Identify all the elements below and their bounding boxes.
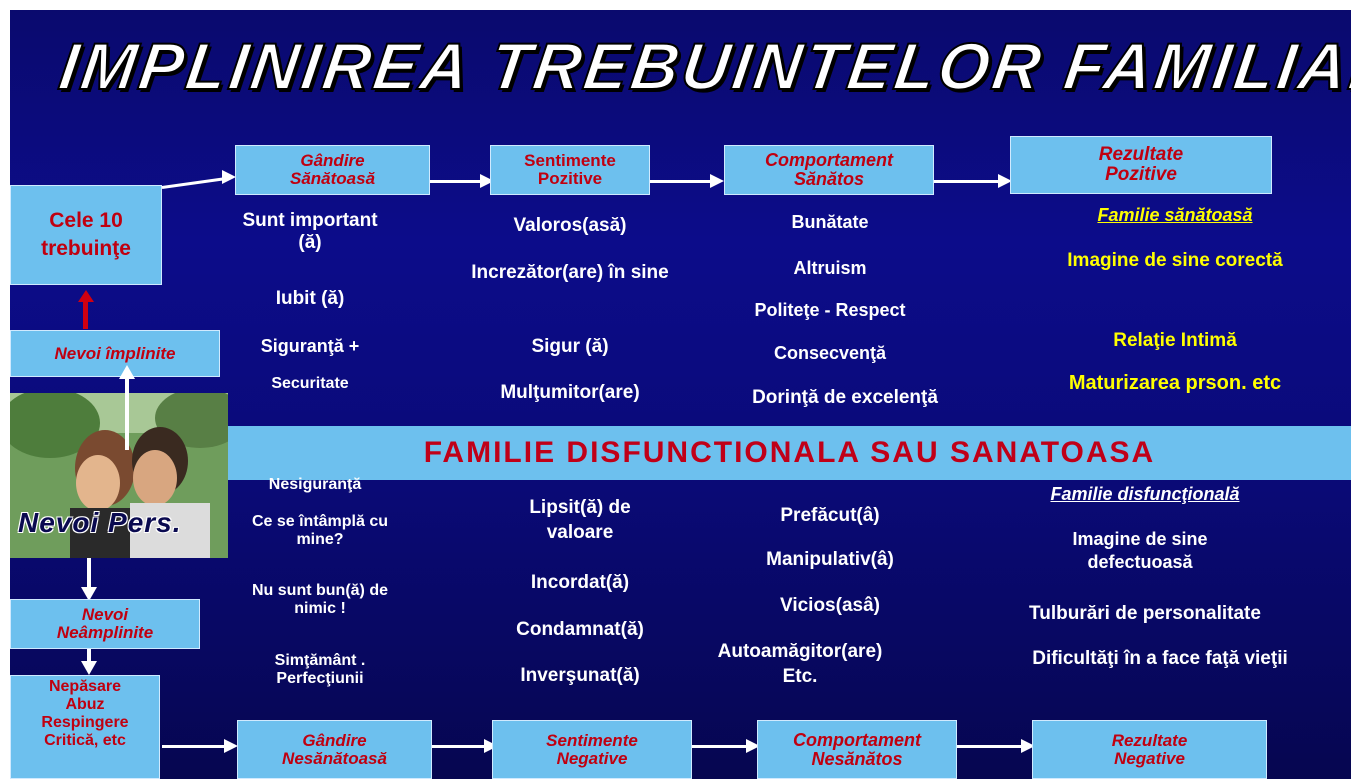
negative-results-label: Rezultate Negative bbox=[1111, 730, 1188, 768]
unhealthy-thinking-label: Gândire Nesănătoasă bbox=[282, 730, 387, 768]
top-col2-item2: Increzător(are) în sine bbox=[471, 262, 669, 283]
red-up-arrow-head bbox=[78, 290, 94, 302]
top-col2-item4: Mulţumitor(are) bbox=[500, 382, 640, 403]
bottom-col4-item3: Dificultăţi în a face faţă vieţii bbox=[1032, 648, 1288, 669]
healthy-thinking-label: Gândire Sănătoasă bbox=[289, 151, 376, 188]
down-arrow-to-causes bbox=[87, 649, 91, 664]
arrow-bottom-1 bbox=[432, 745, 490, 748]
top-col3-item3: Politeţe - Respect bbox=[754, 300, 906, 320]
unhealthy-behavior-box: Comportament Nesănătos bbox=[757, 720, 957, 779]
top-col1-item4: Securitate bbox=[271, 375, 349, 392]
down-arrow-head-causes bbox=[81, 661, 97, 675]
arrow-top-1 bbox=[430, 180, 485, 183]
dysfunctional-family-heading: Familie disfuncţională bbox=[1050, 484, 1240, 504]
up-arrow-from-photo bbox=[125, 370, 129, 450]
causes-label: Nepăsare Abuz Respingere Critică, etc bbox=[41, 678, 129, 749]
top-col3-item2: Altruism bbox=[793, 258, 867, 278]
personal-needs-label: Nevoi Pers. bbox=[18, 507, 182, 538]
arrow-needs-to-thinking bbox=[161, 176, 227, 189]
arrow-top-3 bbox=[934, 180, 1004, 183]
positive-feelings-box: Sentimente Pozitive bbox=[490, 145, 650, 195]
bottom-col2-item3: Condamnat(ă) bbox=[516, 619, 644, 640]
bottom-col4-item2: Tulburări de personalitate bbox=[1029, 603, 1261, 624]
up-arrow-head-photo bbox=[119, 365, 135, 379]
bottom-col1-item3: Nu sunt bun(ă) de nimic ! bbox=[252, 582, 388, 618]
arrow-head-bottom-3 bbox=[1021, 739, 1035, 753]
bottom-col3-item1: Prefăcut(â) bbox=[780, 505, 880, 526]
needs-met-label: Nevoi împlinite bbox=[54, 343, 176, 363]
arrow-head-bottom-0 bbox=[224, 739, 238, 753]
bottom-col2-item1: Lipsit(ă) de valoare bbox=[529, 497, 631, 543]
arrow-causes-to-thinking bbox=[162, 745, 227, 748]
down-arrow-to-unmet bbox=[87, 558, 91, 593]
needs-unmet-label: Nevoi Neâmplinite bbox=[56, 605, 154, 642]
bottom-col1-item2: Ce se întâmplă cu mine? bbox=[251, 513, 389, 549]
causes-box: Nepăsare Abuz Respingere Critică, etc bbox=[10, 675, 160, 779]
arrow-head-bottom-2 bbox=[746, 739, 760, 753]
top-col4-item1: Imagine de sine corectă bbox=[1067, 250, 1283, 271]
arrow-head-top-2 bbox=[710, 174, 724, 188]
unhealthy-thinking-box: Gândire Nesănătoasă bbox=[237, 720, 432, 779]
arrow-head-1 bbox=[222, 170, 236, 184]
healthy-behavior-box: Comportament Sănătos bbox=[724, 145, 934, 195]
healthy-behavior-label: Comportament Sănătos bbox=[764, 150, 893, 189]
top-col3-item5: Dorinţă de excelenţă bbox=[752, 387, 938, 408]
positive-feelings-label: Sentimente Pozitive bbox=[524, 151, 616, 188]
down-arrow-head-unmet bbox=[81, 587, 97, 601]
positive-results-box: Rezultate Pozitive bbox=[1010, 136, 1272, 194]
healthy-family-heading: Familie sănătoasă bbox=[1097, 205, 1253, 225]
top-col3-item1: Bunătate bbox=[791, 212, 869, 232]
top-col2-item1: Valoros(asă) bbox=[513, 215, 627, 236]
slide-title: IMPLINIREA TREBUINTELOR FAMILIALE bbox=[54, 28, 1351, 104]
top-col1-item3: Siguranţă + bbox=[260, 336, 360, 356]
arrow-bottom-2 bbox=[692, 745, 752, 748]
slide: IMPLINIREA TREBUINTELOR FAMILIALE Cele 1… bbox=[10, 10, 1351, 779]
bottom-col2-item4: Inverşunat(ă) bbox=[520, 665, 640, 686]
arrow-bottom-3 bbox=[957, 745, 1027, 748]
bottom-col3-item2: Manipulativ(â) bbox=[766, 549, 894, 570]
needs-met-box: Nevoi împlinite bbox=[10, 330, 220, 377]
couple-photo-art bbox=[10, 393, 228, 558]
top-col4-item3: Maturizarea prson. etc bbox=[1068, 372, 1282, 394]
bottom-col3-item3: Vicios(asâ) bbox=[780, 595, 880, 616]
positive-results-label: Rezultate Pozitive bbox=[1098, 144, 1184, 185]
red-up-arrow bbox=[83, 299, 88, 329]
top-col3-item4: Consecvenţă bbox=[773, 343, 887, 363]
bottom-col4-item1: Imagine de sine defectuoasă bbox=[1072, 529, 1208, 573]
ten-needs-label: Cele 10 trebuinţe bbox=[41, 208, 131, 260]
bottom-col1-item4: Simţământ . Perfecţiunii bbox=[274, 652, 366, 688]
top-col1-item1: Sunt important (ă) bbox=[242, 210, 378, 253]
negative-feelings-box: Sentimente Negative bbox=[492, 720, 692, 779]
arrow-head-top-3 bbox=[998, 174, 1012, 188]
bottom-col1-item1: Nesiguranţă bbox=[268, 476, 362, 493]
top-col2-item3: Sigur (ă) bbox=[531, 336, 609, 357]
negative-feelings-label: Sentimente Negative bbox=[546, 730, 638, 768]
negative-results-box: Rezultate Negative bbox=[1032, 720, 1267, 779]
bottom-col2-item2: Incordat(ă) bbox=[530, 572, 630, 593]
top-col1-item2: Iubit (ă) bbox=[275, 288, 345, 309]
healthy-thinking-box: Gândire Sănătoasă bbox=[235, 145, 430, 195]
couple-photo bbox=[10, 393, 228, 558]
arrow-top-2 bbox=[650, 180, 715, 183]
ten-needs-box: Cele 10 trebuinţe bbox=[10, 185, 162, 285]
unhealthy-behavior-label: Comportament Nesănătos bbox=[792, 729, 921, 769]
top-col4-item2: Relaţie Intimă bbox=[1113, 330, 1237, 351]
needs-unmet-box: Nevoi Neâmplinite bbox=[10, 599, 200, 649]
bottom-col3-item4: Autoamăgitor(are) Etc. bbox=[717, 641, 883, 687]
central-banner: FAMILIE DISFUNCTIONALA SAU SANATOASA bbox=[228, 426, 1351, 480]
